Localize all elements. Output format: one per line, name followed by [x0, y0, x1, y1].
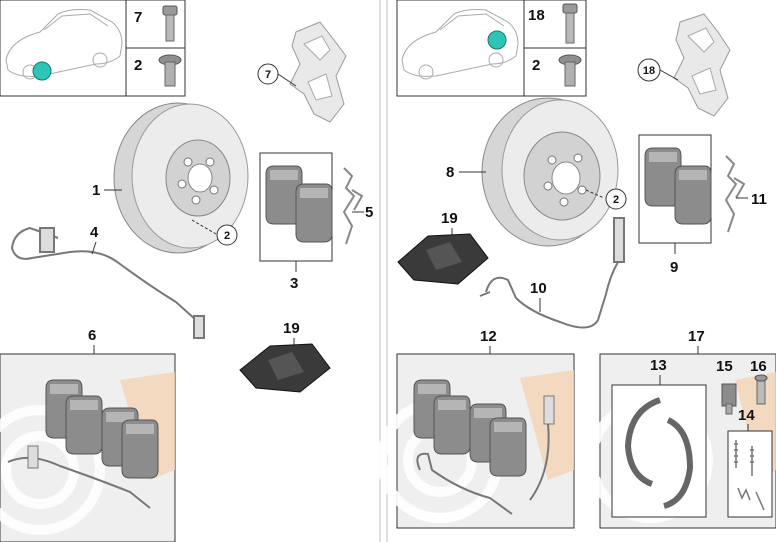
bolt-icon	[562, 3, 578, 44]
callout-14: 14	[738, 407, 755, 424]
spring-set-icon	[734, 440, 765, 511]
spring-clip-icon	[724, 155, 746, 233]
brake-pad-icon	[674, 165, 712, 225]
brake-disc-icon	[113, 102, 249, 254]
flat-head-bolt-icon	[158, 54, 182, 87]
callout-18: 18	[643, 65, 655, 77]
brake-disc-icon	[481, 97, 619, 247]
callout-11: 11	[751, 191, 767, 208]
position-marker-icon	[32, 61, 52, 81]
bolt-icon	[162, 5, 178, 42]
callout-4: 4	[90, 224, 99, 241]
caliper-carrier-icon	[673, 13, 731, 117]
callout-17: 17	[688, 328, 705, 345]
right-panel: 18 2 18	[377, 0, 776, 529]
position-marker-icon	[487, 30, 507, 50]
callout-5: 5	[365, 204, 373, 221]
brake-shoes-icon	[624, 397, 694, 509]
wear-sensor-icon	[479, 217, 625, 329]
adjuster-icon	[721, 383, 737, 415]
kit-sensor-icon	[416, 452, 513, 515]
callout-16: 16	[750, 358, 767, 375]
parking-brake-kit-box: 13 15 16 14	[587, 353, 776, 529]
callout-7: 7	[265, 69, 271, 81]
brake-pad-icon	[295, 183, 333, 243]
thumb-label-18: 18	[528, 7, 545, 24]
pad-set-box	[259, 152, 333, 262]
left-thumbnail-box: 7 2	[0, 0, 186, 97]
left-panel: 7 2 7	[0, 0, 373, 542]
callout-19-left: 19	[283, 320, 300, 337]
wear-sensor-icon	[10, 226, 205, 339]
spring-clip-icon	[342, 167, 364, 245]
thumb-label-7: 7	[134, 9, 142, 26]
thumb-label-2: 2	[134, 57, 142, 74]
callout-6: 6	[88, 327, 96, 344]
thumb-label-2-right: 2	[532, 57, 540, 74]
callout-15: 15	[716, 358, 733, 375]
callout-13: 13	[650, 357, 667, 374]
kit-sensor-icon	[7, 456, 151, 509]
callout-3: 3	[290, 275, 298, 292]
car-outline-icon	[401, 9, 519, 80]
callout-2: 2	[224, 230, 230, 242]
grease-packet-icon	[397, 233, 489, 285]
right-service-kit-box	[377, 353, 575, 529]
callout-1: 1	[92, 182, 100, 199]
callout-9: 9	[670, 259, 678, 276]
right-thumbnail-box: 18 2	[396, 0, 587, 97]
callout-12: 12	[480, 328, 497, 345]
callout-19-right: 19	[441, 210, 458, 227]
caliper-carrier-icon	[289, 21, 347, 123]
callout-10: 10	[530, 280, 547, 297]
pad-set-box	[638, 134, 712, 244]
callout-2-right: 2	[613, 194, 619, 206]
left-service-kit-box	[0, 353, 176, 542]
grease-packet-icon	[239, 343, 331, 393]
pin-icon	[754, 374, 768, 405]
flat-head-bolt-icon	[558, 54, 582, 87]
callout-8: 8	[446, 164, 454, 181]
